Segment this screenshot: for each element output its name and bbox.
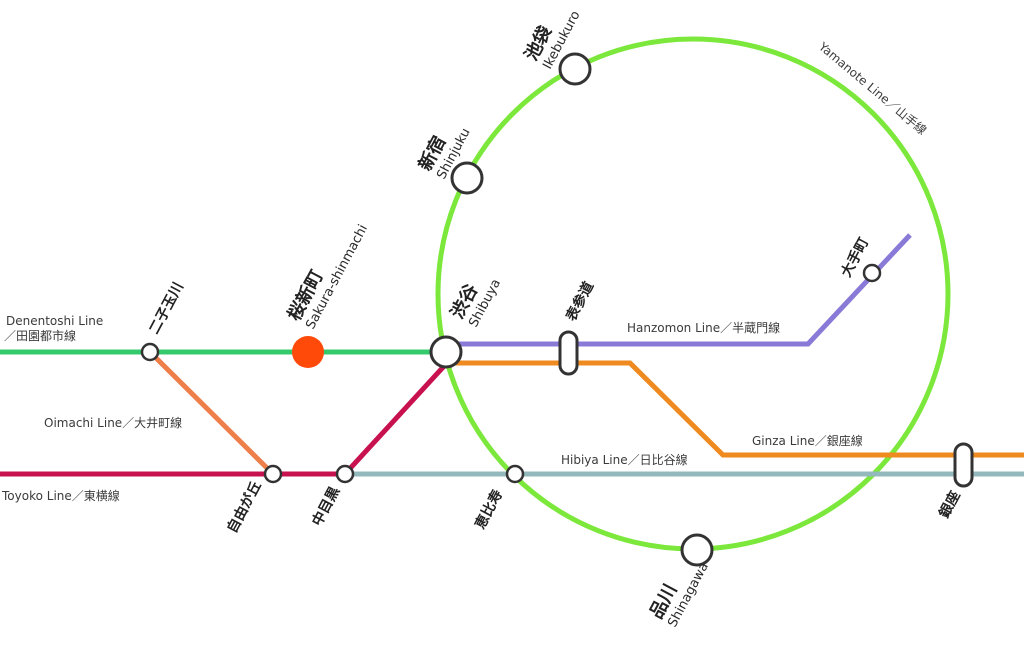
station-omotesando-label: 表参道 [562,279,597,325]
station-shibuya-marker[interactable] [429,335,463,369]
station-ebisu-label: 恵比寿 [472,487,507,532]
yamanote-line-label: Yamanote Line／山手線 [815,38,930,138]
station-jiyugaoka-marker[interactable] [263,464,283,484]
denentoshi-line-label-en: Denentoshi Line [6,314,103,328]
station-shinagawa-marker[interactable] [680,533,714,567]
station-ebisu-marker[interactable] [505,464,525,484]
toyoko-line-label: Toyoko Line／東横線 [1,488,120,503]
ginza-line-label: Ginza Line／銀座線 [752,433,863,448]
station-futako-label: 二子玉川 [146,280,186,337]
station-futako-marker[interactable] [140,342,160,362]
hibiya-line-label: Hibiya Line／日比谷線 [561,452,688,467]
oimachi-line-label: Oimachi Line／大井町線 [44,415,182,430]
station-jiyugaoka-label: 自由が丘 [224,478,265,535]
station-sakura-label: 桜新町 Sakura-shinmachi [283,222,371,332]
station-sakura-marker[interactable] [292,336,324,368]
station-nakameguro-label: 中目黒 [309,484,344,529]
oimachi-line [148,350,275,476]
station-shibuya-label: 渋谷 Shibuya [446,277,504,330]
station-nakameguro-marker[interactable] [335,464,355,484]
station-ginza-label: 銀座 [936,488,964,521]
denentoshi-line-label-jp: ／田園都市線 [4,328,76,343]
station-omotesando-marker[interactable] [558,330,579,376]
ginza-line [446,360,1024,458]
station-shinjuku-marker[interactable] [450,161,484,195]
hanzomon-line-label: Hanzomon Line／半蔵門線 [627,320,780,335]
station-ikebukuro-marker[interactable] [558,52,592,86]
station-ginza-marker[interactable] [953,442,974,488]
station-otemachi-marker[interactable] [862,263,882,283]
